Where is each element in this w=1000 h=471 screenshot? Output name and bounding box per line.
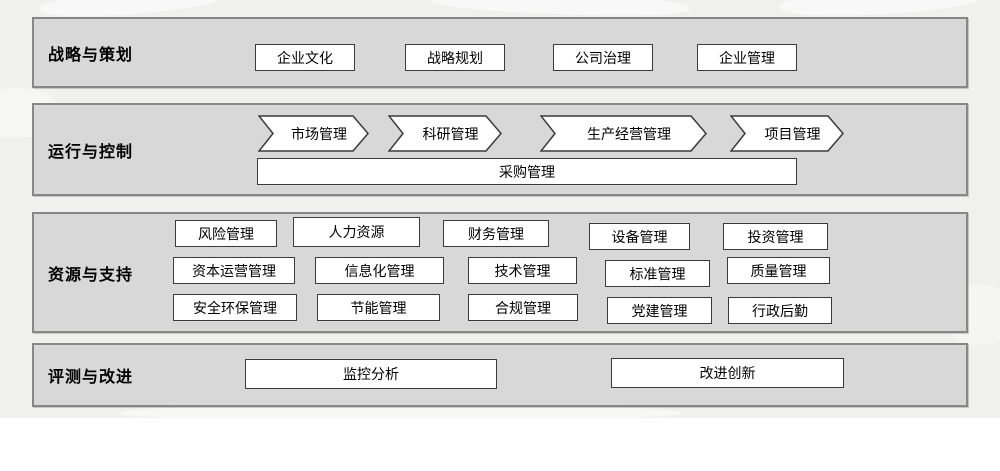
band-operation: 运行与控制 市场管理 科研管理 生产经营管理 项目管理 采购管理 bbox=[32, 103, 968, 196]
resource-box-quality-management: 质量管理 bbox=[727, 257, 830, 284]
evaluation-box-improvement-innovation: 改进创新 bbox=[611, 358, 844, 388]
band-strategy-label: 战略与策划 bbox=[48, 46, 134, 64]
resource-box-standards-management: 标准管理 bbox=[605, 260, 710, 287]
operation-box-procurement-management: 采购管理 bbox=[257, 158, 797, 185]
band-evaluation-label: 评测与改进 bbox=[48, 369, 134, 386]
strategy-box-corporate-culture: 企业文化 bbox=[255, 44, 355, 71]
resource-box-capital-operation-management: 资本运营管理 bbox=[173, 257, 295, 284]
watermark-shape bbox=[429, 0, 691, 19]
chevron-production-operation-management: 生产经营管理 bbox=[540, 115, 708, 152]
resource-box-informatization-management: 信息化管理 bbox=[315, 257, 444, 284]
chevron-arrow-icon bbox=[258, 115, 369, 152]
band-operation-label: 运行与控制 bbox=[48, 143, 134, 161]
strategy-box-enterprise-management: 企业管理 bbox=[697, 44, 797, 71]
band-resources-label: 资源与支持 bbox=[48, 266, 134, 284]
chevron-label: 生产经营管理 bbox=[587, 125, 671, 142]
resource-box-human-resources: 人力资源 bbox=[293, 217, 420, 247]
strategy-box-corporate-governance: 公司治理 bbox=[553, 44, 653, 71]
chevron-label: 科研管理 bbox=[422, 125, 479, 142]
resource-box-safety-environment-management: 安全环保管理 bbox=[173, 294, 297, 321]
band-strategy: 战略与策划 企业文化 战略规划 公司治理 企业管理 bbox=[32, 17, 968, 88]
chevron-research-management: 科研管理 bbox=[388, 115, 503, 152]
chevron-label: 市场管理 bbox=[291, 125, 347, 142]
resource-box-technology-management: 技术管理 bbox=[468, 257, 577, 284]
chevron-project-management: 项目管理 bbox=[730, 115, 845, 152]
resource-box-finance-management: 财务管理 bbox=[443, 220, 549, 247]
chevron-arrow-icon bbox=[730, 115, 844, 152]
watermark-shape bbox=[120, 405, 680, 421]
band-evaluation: 评测与改进 监控分析 改进创新 bbox=[32, 343, 968, 407]
resource-box-compliance-management: 合规管理 bbox=[468, 294, 578, 321]
chevron-arrow-icon bbox=[388, 115, 502, 152]
resource-box-risk-management: 风险管理 bbox=[175, 220, 277, 247]
chevron-market-management: 市场管理 bbox=[258, 115, 370, 152]
resource-box-party-building-management: 党建管理 bbox=[607, 297, 712, 324]
band-resources: 资源与支持 风险管理 人力资源 财务管理 设备管理 投资管理 资本运营管理 信息… bbox=[32, 212, 968, 333]
resource-box-administration-logistics: 行政后勤 bbox=[728, 297, 832, 324]
chevron-arrow-icon bbox=[540, 115, 707, 152]
resource-box-equipment-management: 设备管理 bbox=[589, 223, 690, 250]
resource-box-investment-management: 投资管理 bbox=[723, 223, 828, 250]
chevron-label: 项目管理 bbox=[764, 125, 821, 142]
evaluation-box-monitoring-analysis: 监控分析 bbox=[245, 359, 497, 389]
resource-box-energy-saving-management: 节能管理 bbox=[317, 294, 440, 321]
strategy-box-strategic-planning: 战略规划 bbox=[405, 44, 505, 71]
